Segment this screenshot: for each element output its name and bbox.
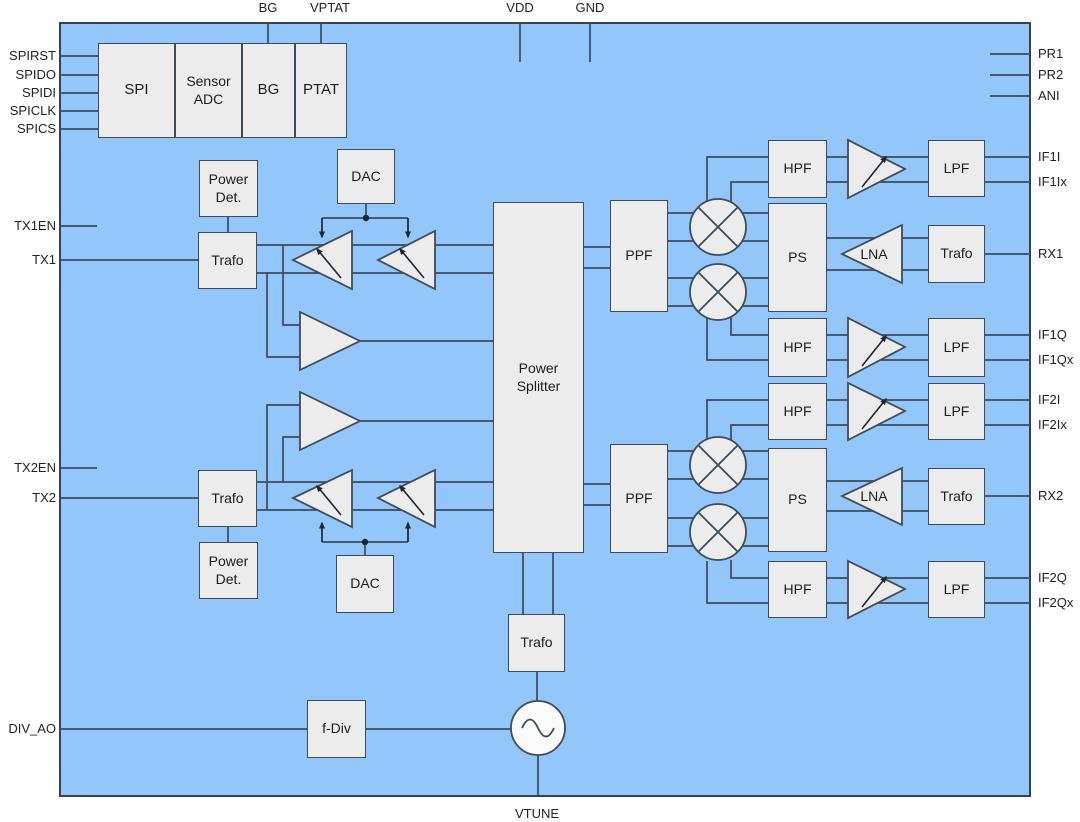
block-lpf-if2i: LPF xyxy=(928,383,985,440)
block-dac-tx2: DAC xyxy=(336,555,394,613)
wires-mixers-rx1 xyxy=(668,212,768,307)
block-hpf-if1q: HPF xyxy=(768,318,827,377)
block-sensor-adc: Sensor ADC xyxy=(175,43,242,138)
wires-tx2 xyxy=(60,404,493,555)
lna-label-rx2: LNA xyxy=(860,488,888,504)
pin-if2i: IF2I xyxy=(1038,392,1061,407)
wires-vco-section xyxy=(60,553,554,796)
block-ps-rx2: PS xyxy=(768,448,827,552)
wires-splitter-ppf xyxy=(584,246,610,506)
pin-if1qx: IF1Qx xyxy=(1038,352,1074,367)
block-power-det-tx2: Power Det. xyxy=(199,542,258,599)
block-dac-tx1: DAC xyxy=(337,149,395,204)
pin-if1ix: IF1Ix xyxy=(1038,174,1067,189)
pin-spido: SPIDO xyxy=(15,67,56,82)
pin-tx2: TX2 xyxy=(32,490,56,505)
block-hpf-if1i: HPF xyxy=(768,140,827,198)
gain-arrow-icon xyxy=(861,575,887,608)
pin-gnd: GND xyxy=(575,0,605,15)
pin-if2qx: IF2Qx xyxy=(1038,595,1074,610)
pin-tx2en: TX2EN xyxy=(14,460,56,475)
block-trafo-tx2: Trafo xyxy=(198,470,257,527)
block-ppf-rx2: PPF xyxy=(610,444,668,553)
pin-tx1en: TX1EN xyxy=(14,218,56,233)
block-hpf-if2i: HPF xyxy=(768,383,827,440)
pin-if1q: IF1Q xyxy=(1038,327,1067,342)
dac2-junction-dot xyxy=(361,538,369,546)
rx1-lna-triangle-icon xyxy=(839,223,903,285)
pin-tx1: TX1 xyxy=(32,252,56,267)
wires-right-top-pins xyxy=(990,53,1030,97)
gain-arrow-icon xyxy=(861,334,887,367)
mixer-icon xyxy=(689,198,747,256)
block-ptat: PTAT xyxy=(295,43,347,138)
tx2-vga-amplifier-icon xyxy=(290,468,353,529)
pin-if1i: IF1I xyxy=(1038,149,1061,164)
vco-oscillator-icon xyxy=(510,700,566,756)
pin-spiclk: SPICLK xyxy=(9,103,56,118)
pin-if2q: IF2Q xyxy=(1038,570,1067,585)
pin-vtune: VTUNE xyxy=(514,806,560,821)
block-ps-rx1: PS xyxy=(768,203,827,312)
block-lpf-if1i: LPF xyxy=(928,140,985,197)
pin-vdd: VDD xyxy=(506,0,534,15)
pin-if2ix: IF2Ix xyxy=(1038,417,1067,432)
block-trafo-tx1: Trafo xyxy=(198,232,257,289)
wires-mixer-if-risers xyxy=(706,156,768,604)
block-hpf-if2q: HPF xyxy=(768,561,827,618)
block-fdiv: f-Div xyxy=(307,700,366,758)
block-spi: SPI xyxy=(98,43,175,138)
mixer-icon xyxy=(689,503,747,561)
pin-rx1: RX1 xyxy=(1038,246,1064,261)
block-ppf-rx1: PPF xyxy=(610,200,668,312)
gain-arrow-icon xyxy=(399,247,425,279)
tx2-buffer-amplifier-icon xyxy=(299,390,363,452)
pin-spics: SPICS xyxy=(16,121,56,136)
block-trafo-vco: Trafo xyxy=(508,614,565,672)
pin-div-ao: DIV_AO xyxy=(8,721,56,736)
wires-spi-pins xyxy=(60,55,98,130)
block-power-splitter: Power Splitter xyxy=(493,202,584,553)
tx2-vga-amplifier-icon xyxy=(375,468,436,529)
wires-top-pins xyxy=(267,23,591,62)
gain-arrow-icon xyxy=(316,247,342,279)
gain-arrow-icon xyxy=(861,397,887,430)
block-power-det-tx1: Power Det. xyxy=(199,160,258,217)
mixer-icon xyxy=(689,436,747,494)
lna-label-rx1: LNA xyxy=(860,246,888,262)
pin-vptat: VPTAT xyxy=(310,0,350,15)
pin-spidi: SPIDI xyxy=(22,85,56,100)
pin-pr1: PR1 xyxy=(1038,46,1064,61)
rx2-lna-triangle-icon xyxy=(839,466,903,527)
gain-arrow-icon xyxy=(316,484,342,516)
gain-arrow-icon xyxy=(861,155,887,188)
wires-tx1 xyxy=(60,204,493,358)
mixer-icon xyxy=(689,263,747,321)
block-trafo-rx1: Trafo xyxy=(928,225,985,283)
gain-arrow-icon xyxy=(399,484,425,516)
pin-pr2: PR2 xyxy=(1038,67,1064,82)
wires-mixers-rx2 xyxy=(668,450,768,547)
block-bandgap: BG xyxy=(242,43,295,138)
block-trafo-rx2: Trafo xyxy=(928,468,985,525)
tx1-buffer-amplifier-icon xyxy=(299,310,363,372)
block-lpf-if1q: LPF xyxy=(928,318,985,377)
pin-rx2: RX2 xyxy=(1038,488,1064,503)
block-lpf-if2q: LPF xyxy=(928,561,985,618)
pin-spirst: SPIRST xyxy=(9,48,56,63)
dac1-junction-dot xyxy=(362,214,370,222)
pin-bg: BG xyxy=(258,0,278,15)
pin-ani: ANI xyxy=(1038,88,1060,103)
